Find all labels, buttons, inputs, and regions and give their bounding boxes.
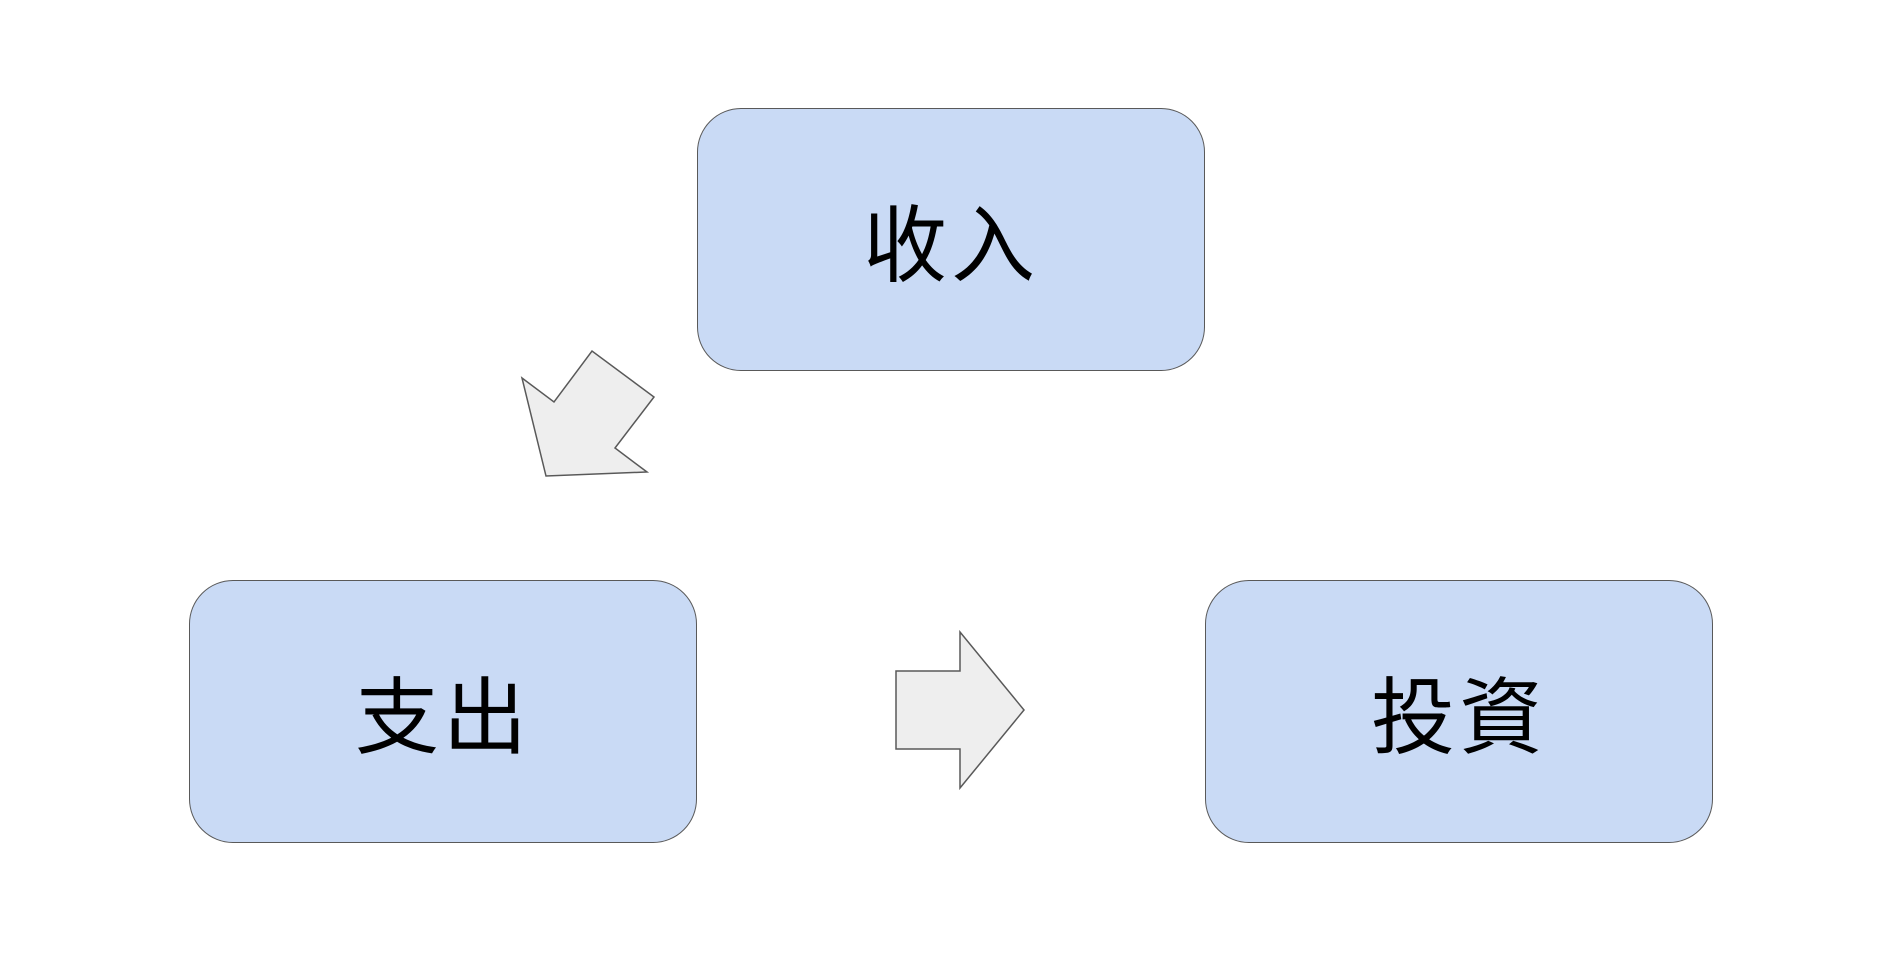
arrow-expense-to-invest (895, 629, 1025, 791)
arrow-income-to-expense (520, 349, 656, 477)
node-invest: 投資 (1205, 580, 1713, 843)
node-expense: 支出 (189, 580, 697, 843)
node-income: 收入 (697, 108, 1205, 371)
node-expense-label: 支出 (354, 669, 531, 767)
node-income-label: 收入 (862, 197, 1039, 295)
node-invest-label: 投資 (1370, 669, 1547, 767)
